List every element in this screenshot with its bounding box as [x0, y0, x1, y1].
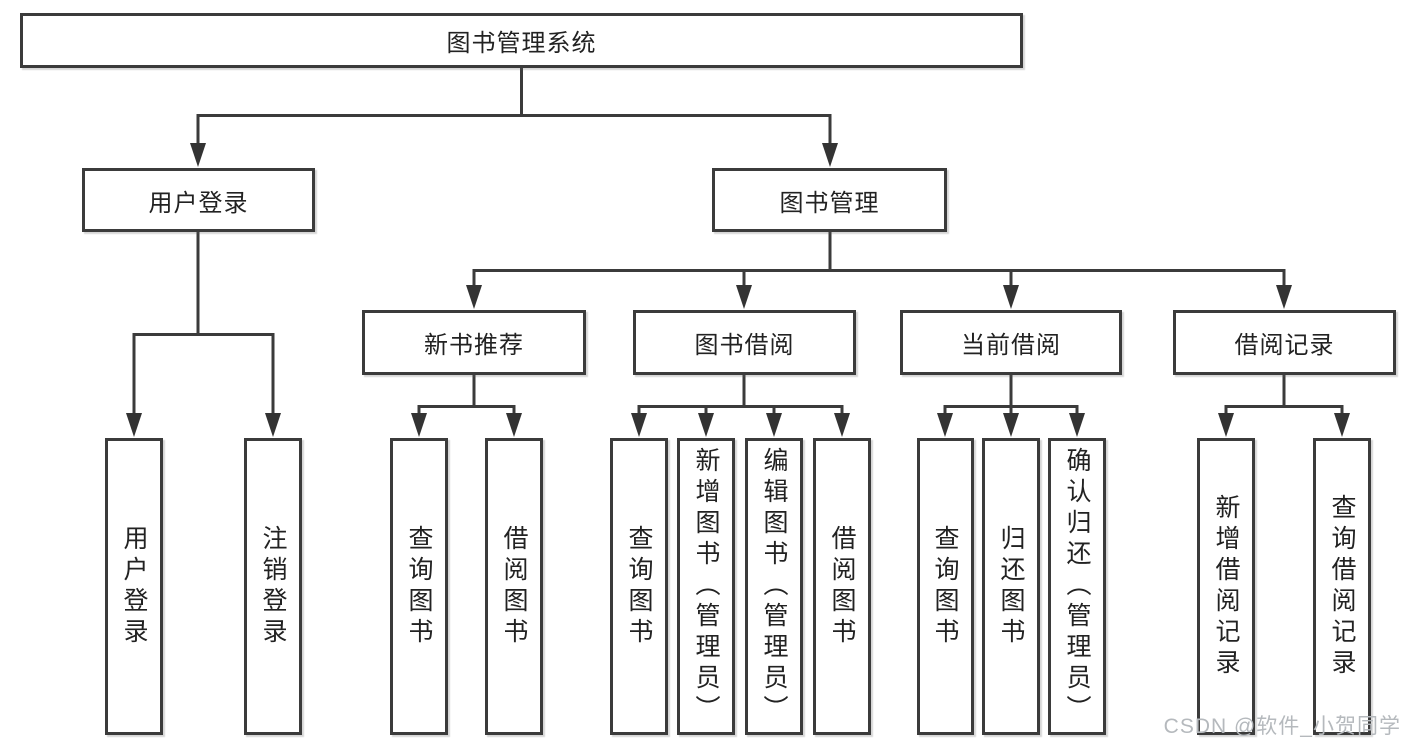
- leaf-user-login: 用户登录: [105, 438, 163, 735]
- node-new-book-recommend: 新书推荐: [362, 310, 586, 375]
- leaf-current-return-books: 归还图书: [982, 438, 1040, 735]
- leaf-current-query-books: 查询图书: [917, 438, 974, 735]
- leaf-borrowing-edit-books-admin: 编辑图书（管理员）: [745, 438, 803, 735]
- node-book-management: 图书管理: [712, 168, 947, 232]
- leaf-borrowing-borrow-books: 借阅图书: [813, 438, 871, 735]
- node-borrowing-records: 借阅记录: [1173, 310, 1396, 375]
- node-current-borrowing: 当前借阅: [900, 310, 1122, 375]
- leaf-borrowing-add-books-admin: 新增图书（管理员）: [677, 438, 735, 735]
- leaf-current-confirm-return-admin: 确认归还（管理员）: [1048, 438, 1106, 735]
- leaf-borrowing-query-books: 查询图书: [610, 438, 668, 735]
- leaf-recommend-borrow-books: 借阅图书: [485, 438, 543, 735]
- leaf-records-query-record: 查询借阅记录: [1313, 438, 1371, 735]
- node-user-login: 用户登录: [82, 168, 315, 232]
- node-book-borrowing: 图书借阅: [633, 310, 856, 375]
- arrowheads: [126, 143, 1350, 437]
- leaf-records-add-record: 新增借阅记录: [1197, 438, 1255, 735]
- csdn-watermark: CSDN @软件_小贺同学: [1163, 715, 1401, 738]
- leaf-recommend-query-books: 查询图书: [390, 438, 448, 735]
- node-library-system: 图书管理系统: [20, 13, 1023, 68]
- leaf-logout: 注销登录: [244, 438, 302, 735]
